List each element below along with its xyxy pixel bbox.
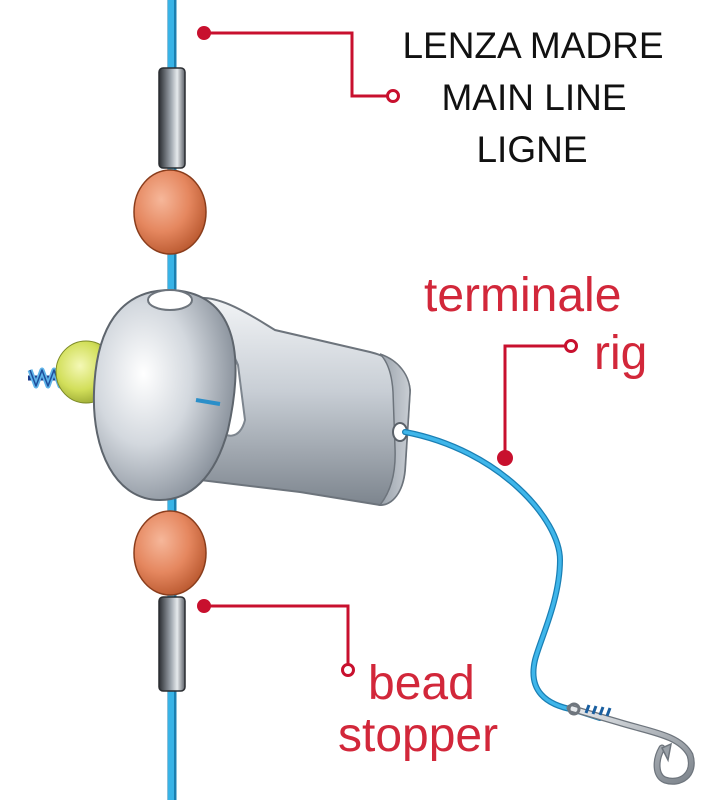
label-terminale: terminale xyxy=(424,269,622,322)
callout-terminal-rig xyxy=(497,339,578,466)
callout-main-line xyxy=(197,26,400,103)
line-stopper-bottom xyxy=(158,596,186,692)
fish-hook-icon xyxy=(566,702,695,785)
label-lenza-madre: LENZA MADRE xyxy=(402,25,664,66)
label-ligne: LIGNE xyxy=(476,129,588,170)
label-stopper: stopper xyxy=(338,709,499,762)
callout-bead-stopper xyxy=(197,599,355,677)
label-rig: rig xyxy=(594,327,648,380)
line-stopper-top xyxy=(158,67,186,169)
label-main-line: MAIN LINE xyxy=(441,77,627,118)
bead-top xyxy=(133,169,207,255)
bead-bottom xyxy=(133,510,207,596)
rig-line xyxy=(402,429,603,721)
sinker-lead-icon xyxy=(92,288,412,507)
label-bead: bead xyxy=(368,657,475,710)
